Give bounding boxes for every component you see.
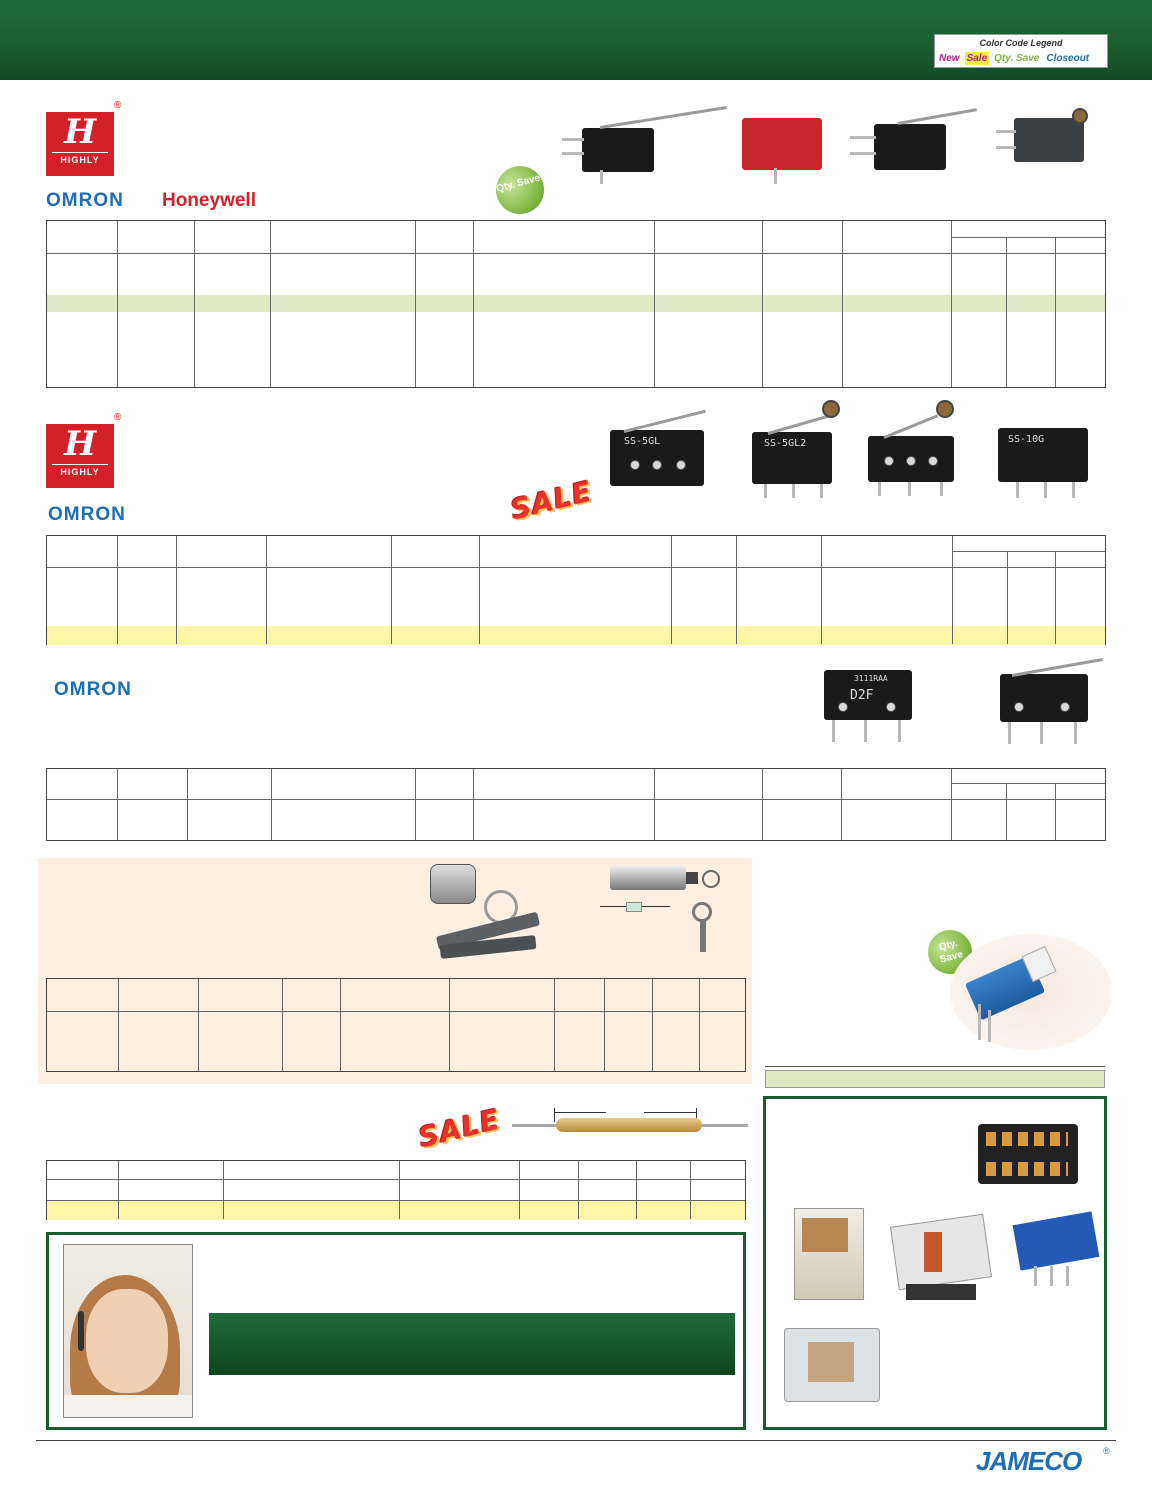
highly-logo-text: HIGHLY bbox=[52, 464, 108, 477]
omron-d2f-lever-switch-image bbox=[998, 658, 1108, 748]
product-table-2 bbox=[46, 535, 1106, 645]
honeywell-logo: Honeywell bbox=[162, 190, 256, 211]
legend-item: Closeout bbox=[1044, 52, 1092, 65]
pcb-relay-image bbox=[884, 1212, 1004, 1322]
registered-mark: ® bbox=[114, 412, 122, 423]
subminiature-switch-ss10g-image: SS-10G bbox=[996, 424, 1092, 502]
registered-mark: ® bbox=[1103, 1446, 1110, 1456]
subminiature-switch-short-roller-image bbox=[864, 396, 960, 502]
sale-badge: SALE bbox=[507, 474, 596, 527]
microswitch-roller-image bbox=[994, 104, 1104, 184]
omron-logo-2: OMRON bbox=[48, 504, 126, 525]
red-microswitch-image bbox=[736, 110, 826, 190]
highly-logo-mark: H bbox=[63, 424, 97, 464]
jameco-logo: JAMECO bbox=[976, 1446, 1082, 1476]
reed-switch-table bbox=[46, 1160, 746, 1220]
product-table-3 bbox=[46, 768, 1106, 841]
plug-in-relay-image bbox=[778, 1320, 888, 1416]
switch-label: D2F bbox=[850, 688, 874, 703]
product-table-1 bbox=[46, 220, 1106, 388]
solid-state-relay-image bbox=[790, 1204, 870, 1310]
footer-line bbox=[36, 1440, 1116, 1441]
switch-label: SS-5GL2 bbox=[764, 438, 807, 449]
relay-socket-image bbox=[974, 1118, 1084, 1190]
subminiature-switch-roller-image: SS-5GL2 bbox=[748, 398, 848, 502]
switch-label: SS-10G bbox=[1008, 434, 1045, 445]
qty-save-badge: Qty. Save bbox=[490, 160, 550, 220]
legend-item: New bbox=[937, 52, 962, 65]
switch-label: SS-5GL bbox=[624, 436, 661, 447]
omron-d2f-switch-image: 3111RAA D2F bbox=[820, 664, 916, 748]
highly-logo-text: HIGHLY bbox=[52, 152, 108, 165]
reed-switch-image bbox=[510, 1100, 750, 1140]
registered-mark: ® bbox=[114, 100, 122, 111]
keylock-switch-image bbox=[426, 860, 546, 966]
customer-service-banner bbox=[209, 1313, 735, 1375]
legend-item: Sale bbox=[964, 52, 990, 65]
relays-box bbox=[763, 1096, 1107, 1430]
omron-logo-3: OMRON bbox=[54, 679, 132, 700]
keylock-section-background bbox=[38, 858, 752, 1084]
customer-service-box bbox=[46, 1232, 746, 1430]
tact-switch-image bbox=[960, 945, 1070, 1046]
customer-service-agent-photo bbox=[63, 1244, 193, 1418]
highly-logo: H HIGHLY bbox=[46, 112, 114, 176]
omron-logo: OMRON bbox=[46, 190, 124, 211]
keylock-tubular-switch-image bbox=[596, 862, 736, 958]
blue-relay-image bbox=[1010, 1210, 1104, 1290]
microswitch-lever-image bbox=[560, 105, 730, 188]
subminiature-switch-ss5gl-image: SS-5GL bbox=[604, 408, 714, 498]
legend-item: Qty. Save bbox=[992, 52, 1042, 65]
highly-logo-2: H HIGHLY bbox=[46, 424, 114, 488]
switch-code-label: 3111RAA bbox=[854, 674, 888, 683]
highly-logo-mark: H bbox=[63, 112, 97, 152]
keylock-table bbox=[46, 978, 746, 1072]
sale-badge-2: SALE bbox=[415, 1102, 504, 1155]
divider-line bbox=[765, 1066, 1105, 1067]
legend-title: Color Code Legend bbox=[979, 38, 1063, 48]
microswitch-short-lever-image bbox=[848, 108, 988, 188]
tact-switch-table-row bbox=[765, 1070, 1105, 1088]
